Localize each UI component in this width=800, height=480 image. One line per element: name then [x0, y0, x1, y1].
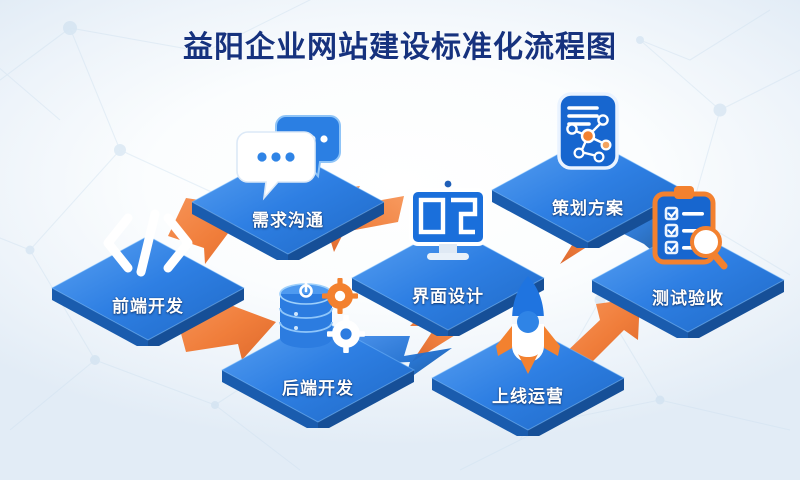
platform-shape	[50, 235, 246, 346]
platform-shape	[430, 325, 626, 436]
platform-shape	[220, 317, 416, 428]
arrow-live-to-test	[562, 298, 640, 366]
platform-shape	[590, 227, 786, 338]
flow-node-launch[interactable]: 上线运营	[428, 276, 628, 436]
arrow-be-to-live	[356, 336, 452, 382]
platform-shape	[350, 225, 546, 336]
page-title: 益阳企业网站建设标准化流程图	[183, 31, 617, 64]
flow-node-backend[interactable]: 后端开发	[218, 278, 418, 428]
